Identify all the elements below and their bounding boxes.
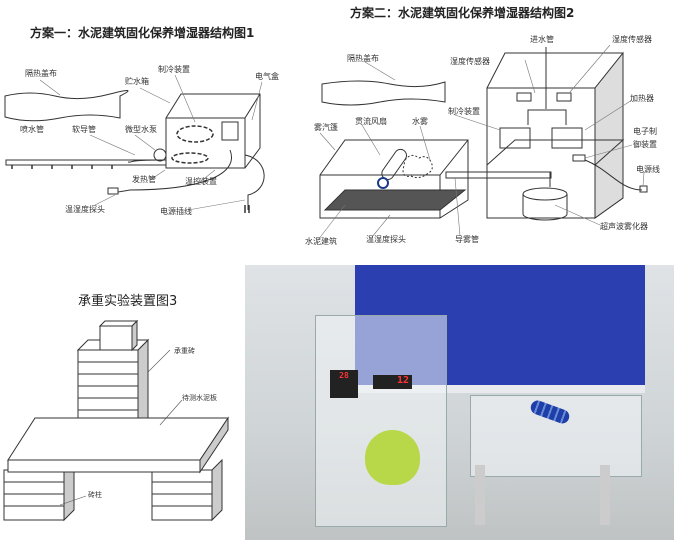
atomizer-tank — [365, 430, 420, 485]
figure2-drawing — [317, 44, 648, 241]
label-cooling: 制冷装置 — [158, 65, 190, 74]
label-mist-pipe: 导雾管 — [455, 235, 479, 244]
label-pillar: 砖柱 — [88, 491, 102, 499]
mist-pipe — [445, 171, 552, 179]
label-slab: 待测水泥板 — [182, 394, 217, 402]
prototype-photo: 28 12 — [245, 265, 674, 540]
cover-cloth-2 — [321, 80, 446, 106]
label-heater-2: 加热器 — [630, 94, 654, 103]
label-hose: 软导管 — [72, 125, 96, 134]
label-tank: 贮水箱 — [125, 77, 149, 86]
label-atomizer: 超声波雾化器 — [600, 222, 648, 231]
leg — [475, 465, 485, 525]
label-humidity-sensor-right: 湿度传感器 — [612, 35, 652, 44]
figure3-title: 承重实验装置图3 — [78, 294, 178, 309]
label-electric-box: 电气盒 — [255, 72, 279, 81]
label-mist-tent: 雾汽篷 — [314, 123, 338, 132]
leg — [600, 465, 610, 525]
figure1-drawing — [4, 74, 265, 213]
label-power: 电源线 — [636, 165, 660, 174]
label-heater: 发热管 — [132, 175, 156, 184]
label-spray-pipe: 喷水管 — [20, 125, 44, 134]
label-power-cord: 电源插线 — [160, 207, 192, 216]
label-cover-2: 隔热盖布 — [347, 54, 379, 63]
label-mist: 水雾 — [412, 117, 428, 126]
figure3-drawing — [3, 319, 229, 522]
tank-box — [165, 93, 261, 169]
label-load-brick: 承重砖 — [174, 347, 195, 355]
label-controller-2: 御装置 — [633, 140, 657, 149]
label-cooling-2: 制冷装置 — [448, 107, 480, 116]
label-fan: 贯流风扇 — [355, 117, 387, 126]
temperature-controller-display: 28 — [330, 370, 358, 398]
figure1-title: 方案一：水泥建筑固化保养增湿器结构图1 — [30, 26, 255, 40]
label-inlet: 进水管 — [530, 35, 554, 44]
label-building: 水泥建筑 — [305, 237, 337, 246]
label-temp-control: 温控装置 — [185, 177, 217, 186]
acrylic-cabinet — [315, 315, 447, 527]
label-probe-2: 温湿度探头 — [366, 235, 406, 244]
cover-cloth — [4, 90, 129, 122]
label-controller-1: 电子制 — [633, 127, 657, 136]
label-probe: 温湿度探头 — [65, 205, 105, 214]
label-pump: 微型水泵 — [125, 125, 157, 134]
label-cover: 隔热盖布 — [25, 69, 57, 78]
humidity-display: 12 — [373, 375, 412, 389]
label-humidity-sensor-left: 湿度传感器 — [450, 57, 490, 66]
figure2-title: 方案二：水泥建筑固化保养增湿器结构图2 — [350, 6, 575, 20]
